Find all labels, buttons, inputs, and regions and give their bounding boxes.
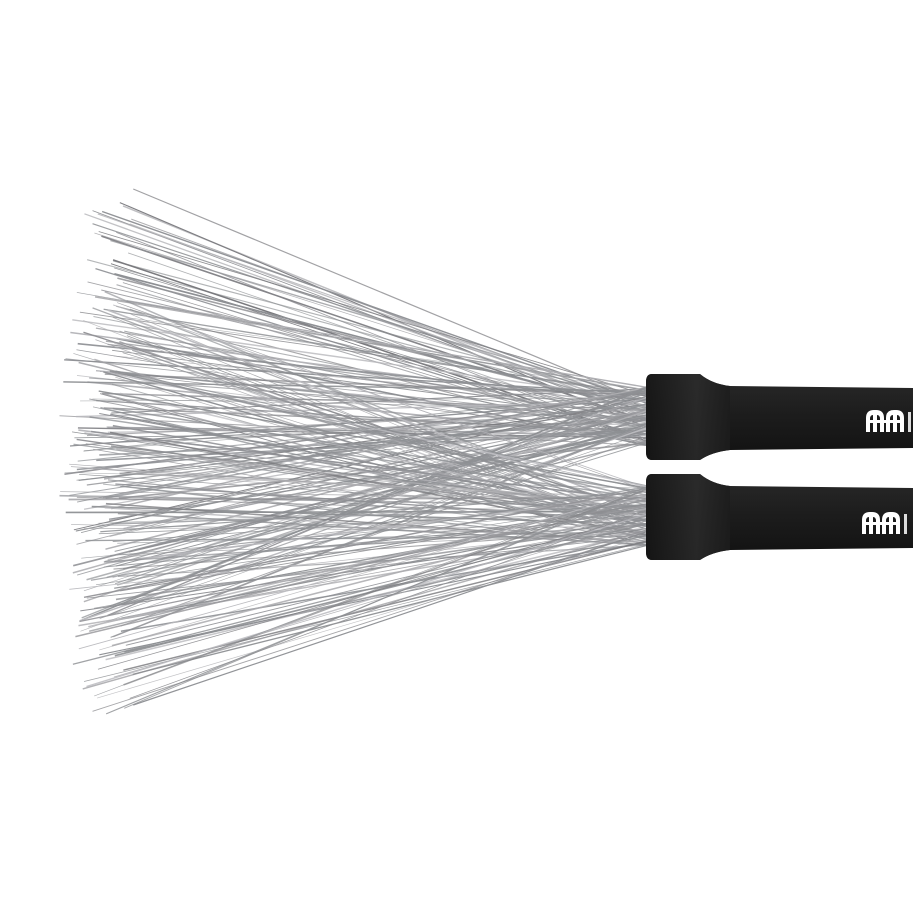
wire-bristle xyxy=(76,292,649,392)
wire-bristle xyxy=(109,413,649,537)
wire-bristle xyxy=(114,522,649,657)
meinl-logo-icon xyxy=(866,410,911,432)
wire-bristle xyxy=(89,398,649,506)
wire-bristle xyxy=(101,504,649,526)
wire-bristle xyxy=(92,210,649,421)
wire-bristle xyxy=(129,509,649,699)
wire-bristle xyxy=(75,498,649,638)
wire-bristle xyxy=(133,530,649,706)
wire-bristle xyxy=(132,544,649,676)
wire-bristle xyxy=(99,490,649,651)
lower-brush-handle xyxy=(646,474,913,560)
wire-bristle xyxy=(113,527,649,570)
wire-bristle xyxy=(72,418,649,567)
wire-bristle xyxy=(124,485,649,709)
wire-bristle xyxy=(112,349,649,422)
wire-bristle xyxy=(105,340,649,413)
wire-bristle xyxy=(64,472,649,489)
wire-bristle xyxy=(98,231,649,396)
wire-bristle xyxy=(111,507,649,647)
wire-bristle xyxy=(59,494,649,508)
wire-bristle xyxy=(116,448,649,511)
wire-bristle xyxy=(110,239,649,401)
wire-bristle xyxy=(133,188,649,404)
wire-bristle xyxy=(64,359,649,395)
wire-bristle xyxy=(112,407,649,494)
wire-bristle xyxy=(100,490,649,533)
wire-bristle xyxy=(80,397,649,402)
wire-bristle xyxy=(65,510,649,514)
wire-bristle xyxy=(69,463,649,508)
wire-bristle xyxy=(110,371,649,491)
wire-bristle xyxy=(89,416,649,500)
wire-bristle xyxy=(92,530,649,712)
wire-bristle xyxy=(114,267,649,430)
wire-bristle xyxy=(127,252,649,433)
wire-bristle xyxy=(78,490,649,650)
wire-bristle xyxy=(126,374,649,497)
wire-bristle xyxy=(83,487,649,599)
wire-bristle xyxy=(109,410,649,522)
meinl-logo-icon xyxy=(862,512,907,534)
wire-bristle xyxy=(70,331,649,408)
wire-bristle xyxy=(113,260,649,403)
wire-bristle xyxy=(105,530,649,661)
wire-bristle xyxy=(92,307,649,517)
wire-bristle xyxy=(114,342,649,536)
wire-bristle xyxy=(104,373,649,397)
wire-bristle xyxy=(90,486,649,581)
wire-bristle xyxy=(126,317,649,391)
wire-bristle xyxy=(119,472,649,500)
wire-bristle xyxy=(95,500,649,586)
wire-bristle xyxy=(82,529,649,690)
wire-bristle xyxy=(87,281,649,419)
wire-bristle xyxy=(112,503,649,542)
wire-bristle xyxy=(91,430,649,502)
lower-brush-wires xyxy=(59,291,649,715)
wire-bristle xyxy=(113,304,649,489)
wire-bristle xyxy=(69,527,649,590)
wire-bristle xyxy=(87,259,649,409)
wire-bristle xyxy=(115,522,649,601)
wire-bristle xyxy=(126,299,649,389)
wire-bristle xyxy=(86,512,649,688)
wire-bristle xyxy=(120,503,649,592)
wire-bristle xyxy=(78,529,649,627)
wire-bristle xyxy=(94,486,649,697)
wire-bristle xyxy=(60,491,649,499)
wire-bristle xyxy=(97,535,649,699)
wire-bristle xyxy=(125,517,649,646)
wire-bristle xyxy=(98,390,649,489)
wire-bristle xyxy=(103,308,649,397)
wire-bristle xyxy=(115,370,649,487)
upper-brush-handle xyxy=(646,374,913,460)
